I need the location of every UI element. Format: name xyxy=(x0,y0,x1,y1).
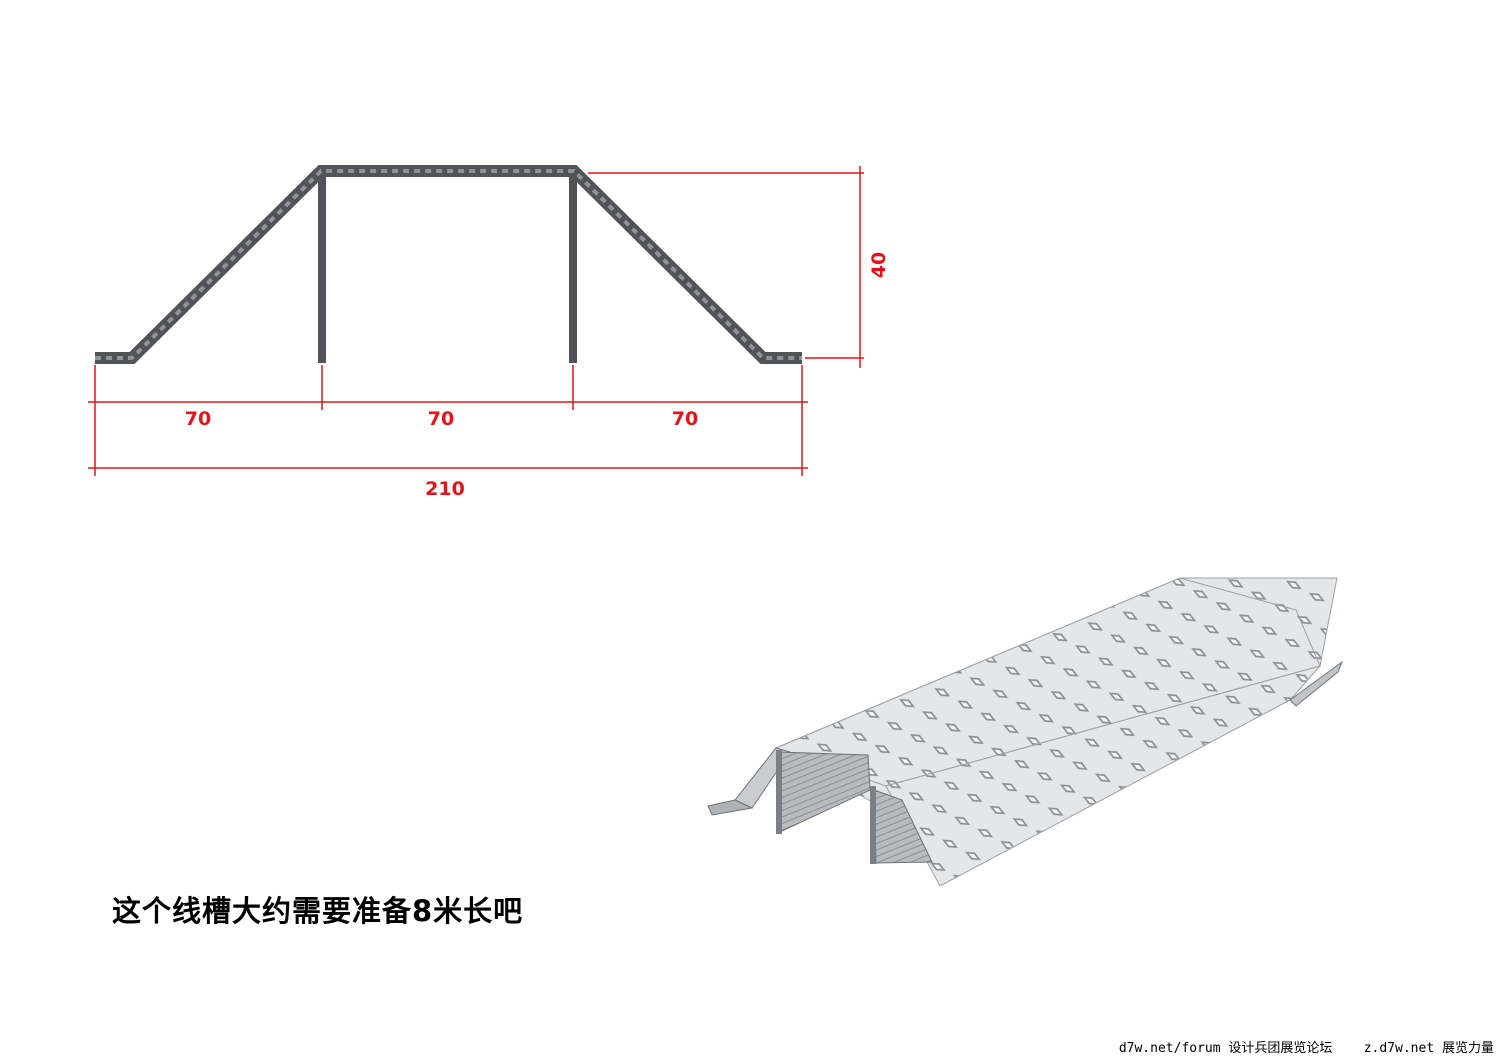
caption-note: 这个线槽大约需要准备8米长吧 xyxy=(112,894,524,928)
ramp-right-foot xyxy=(1289,660,1344,707)
dim-height-40: 40 xyxy=(868,252,890,278)
dimension-lines xyxy=(88,166,864,476)
ramp-web-right xyxy=(870,786,876,864)
footer-site-link[interactable]: z.d7w.net 展览力量 xyxy=(1363,1041,1494,1056)
dimension-labels: 70 70 70 210 40 xyxy=(185,252,890,500)
profile-outer-highlight xyxy=(95,169,802,360)
dim-middle-70: 70 xyxy=(428,408,454,430)
ramp-left-foot xyxy=(707,799,754,816)
dim-left-70: 70 xyxy=(185,408,211,430)
profile-cross-section xyxy=(95,165,802,364)
ramp-web-left xyxy=(776,750,782,834)
profile-outer-plate xyxy=(95,165,802,364)
dim-total-210: 210 xyxy=(425,478,465,500)
dim-right-70: 70 xyxy=(672,408,698,430)
cable-ramp-3d-render xyxy=(707,577,1344,887)
footer-forum-link[interactable]: d7w.net/forum 设计兵团展览论坛 xyxy=(1118,1041,1333,1056)
footer-watermark: d7w.net/forum 设计兵团展览论坛 z.d7w.net 展览力量 xyxy=(1119,1037,1494,1056)
ramp-inner-rib-left xyxy=(777,751,871,833)
